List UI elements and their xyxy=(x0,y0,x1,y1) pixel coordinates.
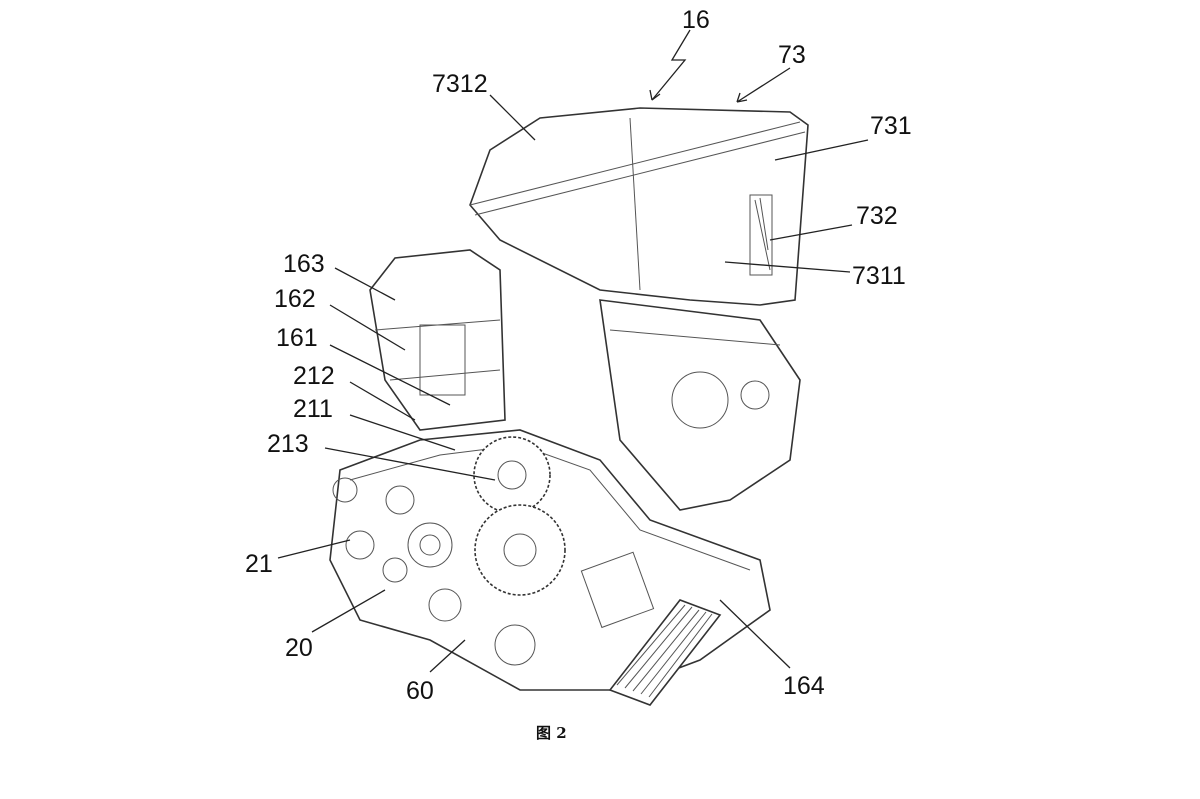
leader-lines xyxy=(277,29,869,673)
label-60: 60 xyxy=(406,677,434,705)
label-732: 732 xyxy=(856,202,898,230)
reference-labels: 16 73 7312 731 732 7311 163 162 161 212 … xyxy=(245,6,912,742)
rear-cylinder xyxy=(599,299,801,511)
label-163: 163 xyxy=(283,250,325,278)
label-7312: 7312 xyxy=(432,70,488,98)
label-73: 73 xyxy=(778,41,806,69)
label-164: 164 xyxy=(783,672,825,700)
label-21: 21 xyxy=(245,550,273,578)
label-20: 20 xyxy=(285,634,313,662)
gears xyxy=(473,436,566,596)
label-211: 211 xyxy=(293,395,333,423)
oil-cooler xyxy=(608,599,722,706)
figure-caption: 图 2 xyxy=(536,724,567,742)
label-212: 212 xyxy=(293,362,335,390)
label-161: 161 xyxy=(276,324,318,352)
airbox xyxy=(469,107,809,306)
label-162: 162 xyxy=(274,285,316,313)
label-16: 16 xyxy=(682,6,710,34)
front-cylinder xyxy=(369,249,506,431)
label-7311: 7311 xyxy=(852,262,906,290)
label-731: 731 xyxy=(870,112,912,140)
label-213: 213 xyxy=(267,430,309,458)
